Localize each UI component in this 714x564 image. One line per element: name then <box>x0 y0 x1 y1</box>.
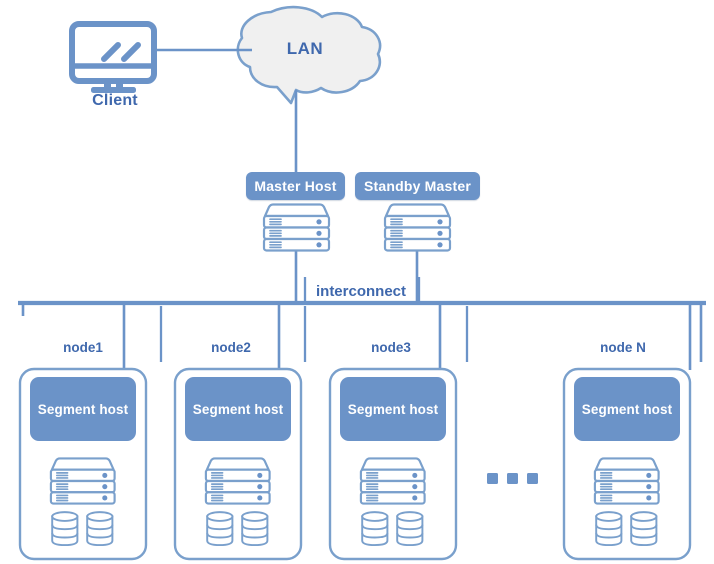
node3-db-icon-1 <box>361 511 389 547</box>
node-card-1[interactable] <box>18 367 148 561</box>
node3-server-icon <box>359 457 426 505</box>
node-card-3[interactable] <box>328 367 458 561</box>
standby-master-label[interactable]: Standby Master <box>355 172 480 200</box>
node1-db-icon-2 <box>86 511 114 547</box>
lan-label: LAN <box>286 39 324 58</box>
segment-host-label-2: Segment host <box>192 402 284 417</box>
node-label-n: node N <box>600 340 646 355</box>
node-label-2: node2 <box>211 340 251 355</box>
node-card-2[interactable] <box>173 367 303 561</box>
node1-server-icon <box>49 457 116 505</box>
nodeN-db-icon-1 <box>595 511 623 547</box>
node2-db-icon-1 <box>206 511 234 547</box>
client-label: Client <box>92 92 138 109</box>
node-card-n[interactable] <box>562 367 692 561</box>
master-host-label[interactable]: Master Host <box>246 172 345 200</box>
node3-db-icon-2 <box>396 511 424 547</box>
segment-host-label-1: Segment host <box>37 402 129 417</box>
node2-server-icon <box>204 457 271 505</box>
node-label-1: node1 <box>63 340 103 355</box>
segment-host-label-n: Segment host <box>581 402 673 417</box>
master-host-server-icon <box>262 203 331 252</box>
nodeN-db-icon-2 <box>630 511 658 547</box>
node1-db-icon-1 <box>51 511 79 547</box>
segment-host-label-3: Segment host <box>347 402 439 417</box>
node-label-3: node3 <box>371 340 411 355</box>
nodeN-server-icon <box>593 457 660 505</box>
node2-db-icon-2 <box>241 511 269 547</box>
cloud-icon <box>236 5 382 105</box>
interconnect-label: interconnect <box>315 283 406 300</box>
standby-master-server-icon <box>383 203 452 252</box>
ellipsis-icon <box>487 473 538 484</box>
desktop-monitor-icon <box>69 21 157 93</box>
